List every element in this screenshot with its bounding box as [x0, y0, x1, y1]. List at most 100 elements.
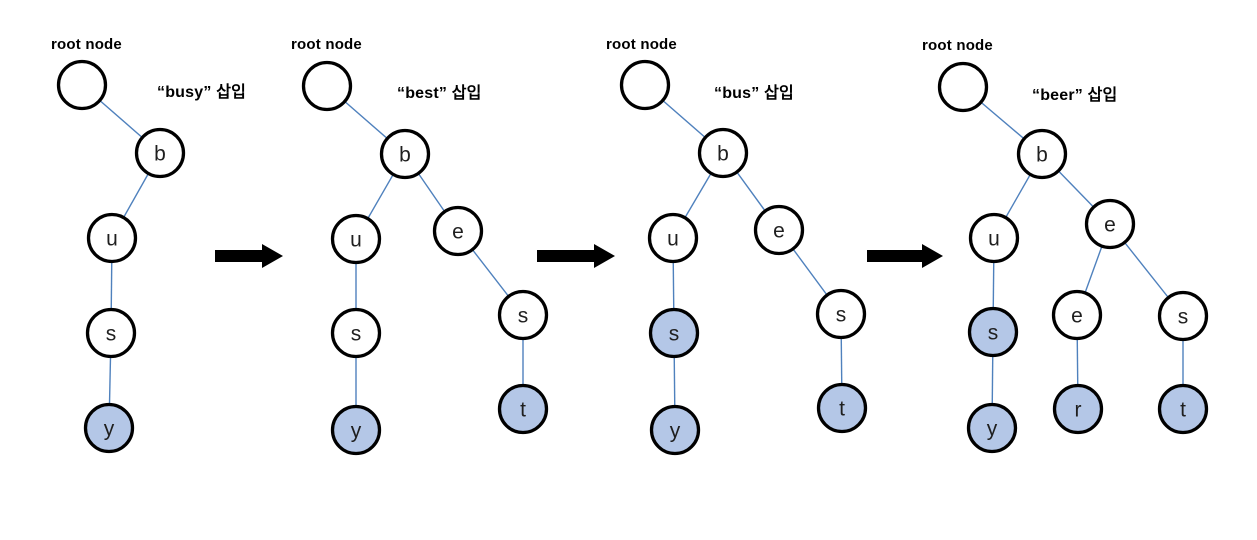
- node-circle: [647, 212, 699, 264]
- right-arrow-icon: [215, 244, 283, 268]
- node-circle: [968, 212, 1020, 264]
- insert-caption: “beer” 삽입: [1032, 87, 1118, 104]
- node-letter: y: [670, 420, 681, 443]
- node-letter: b: [154, 143, 166, 166]
- node-circle: [753, 204, 805, 256]
- node-circle-highlighted: [1157, 383, 1209, 435]
- insert-caption: “best” 삽입: [397, 85, 482, 102]
- node-circle-highlighted: [497, 383, 549, 435]
- node-circle: [815, 288, 867, 340]
- node-letter: s: [106, 323, 117, 346]
- node-letter: s: [351, 323, 362, 346]
- trie-node-u: u: [968, 212, 1020, 264]
- node-letter: e: [773, 220, 785, 243]
- trie-node-root: [619, 59, 671, 111]
- node-circle: [86, 212, 138, 264]
- node-letter: y: [351, 420, 362, 443]
- node-circle: [379, 128, 431, 180]
- root-node-label: root node: [922, 37, 993, 54]
- trie-node-u: u: [86, 212, 138, 264]
- trie-node-s: s: [815, 288, 867, 340]
- root-node-label: root node: [606, 36, 677, 53]
- trie-node-root: [56, 59, 108, 111]
- trie-node-t: t: [816, 382, 868, 434]
- node-circle-highlighted: [648, 307, 700, 359]
- trie-node-y: y: [330, 404, 382, 456]
- node-circle-highlighted: [649, 404, 701, 456]
- node-letter: t: [839, 398, 845, 421]
- node-letter: u: [988, 228, 1000, 251]
- node-letter: b: [1036, 144, 1048, 167]
- node-letter: e: [452, 221, 464, 244]
- node-circle: [1016, 128, 1068, 180]
- node-letter: y: [104, 418, 115, 441]
- node-circle: [937, 61, 989, 113]
- node-circle: [1157, 290, 1209, 342]
- node-letter: y: [987, 418, 998, 441]
- node-circle: [1084, 198, 1136, 250]
- node-circle: [1051, 289, 1103, 341]
- trie-node-s: s: [497, 289, 549, 341]
- node-letter: s: [669, 323, 680, 346]
- trie-node-e: e: [1084, 198, 1136, 250]
- node-letter: s: [1178, 306, 1189, 329]
- node-circle-highlighted: [816, 382, 868, 434]
- trie-node-u: u: [330, 213, 382, 265]
- node-circle: [619, 59, 671, 111]
- trie-node-e: e: [753, 204, 805, 256]
- trie-node-y: y: [966, 402, 1018, 454]
- trie-node-b: b: [1016, 128, 1068, 180]
- node-circle: [497, 289, 549, 341]
- node-circle: [134, 127, 186, 179]
- node-letter: b: [399, 144, 411, 167]
- trie-node-s: s: [967, 306, 1019, 358]
- node-letter: u: [106, 228, 118, 251]
- node-circle: [697, 127, 749, 179]
- trie-node-s: s: [330, 307, 382, 359]
- trie-node-s: s: [1157, 290, 1209, 342]
- trie-node-s: s: [85, 307, 137, 359]
- trie-node-y: y: [649, 404, 701, 456]
- node-letter: s: [518, 305, 529, 328]
- root-node-label: root node: [51, 36, 122, 53]
- trie-node-b: b: [379, 128, 431, 180]
- trie-node-r: r: [1052, 383, 1104, 435]
- node-letter: b: [717, 143, 729, 166]
- node-circle-highlighted: [1052, 383, 1104, 435]
- trie-node-b: b: [134, 127, 186, 179]
- trie-node-t: t: [1157, 383, 1209, 435]
- node-letter: t: [1180, 399, 1186, 422]
- node-circle: [301, 60, 353, 112]
- trie-node-e: e: [1051, 289, 1103, 341]
- node-circle: [432, 205, 484, 257]
- node-letter: s: [988, 322, 999, 345]
- node-circle: [56, 59, 108, 111]
- insert-caption: “busy” 삽입: [157, 84, 247, 101]
- node-letter: e: [1104, 214, 1116, 237]
- trie-node-root: [937, 61, 989, 113]
- trie-node-t: t: [497, 383, 549, 435]
- node-circle-highlighted: [83, 402, 135, 454]
- node-letter: u: [667, 228, 679, 251]
- trie-node-b: b: [697, 127, 749, 179]
- node-letter: u: [350, 229, 362, 252]
- node-letter: t: [520, 399, 526, 422]
- trie-node-s: s: [648, 307, 700, 359]
- trie-node-u: u: [647, 212, 699, 264]
- node-circle: [330, 307, 382, 359]
- insert-caption: “bus” 삽입: [714, 85, 794, 102]
- node-letter: s: [836, 304, 847, 327]
- trie-node-y: y: [83, 402, 135, 454]
- node-circle-highlighted: [966, 402, 1018, 454]
- node-circle-highlighted: [967, 306, 1019, 358]
- right-arrow-icon: [537, 244, 615, 268]
- node-circle-highlighted: [330, 404, 382, 456]
- trie-node-e: e: [432, 205, 484, 257]
- node-circle: [330, 213, 382, 265]
- node-letter: e: [1071, 305, 1083, 328]
- trie-node-root: [301, 60, 353, 112]
- right-arrow-icon: [867, 244, 943, 268]
- node-letter: r: [1075, 399, 1082, 422]
